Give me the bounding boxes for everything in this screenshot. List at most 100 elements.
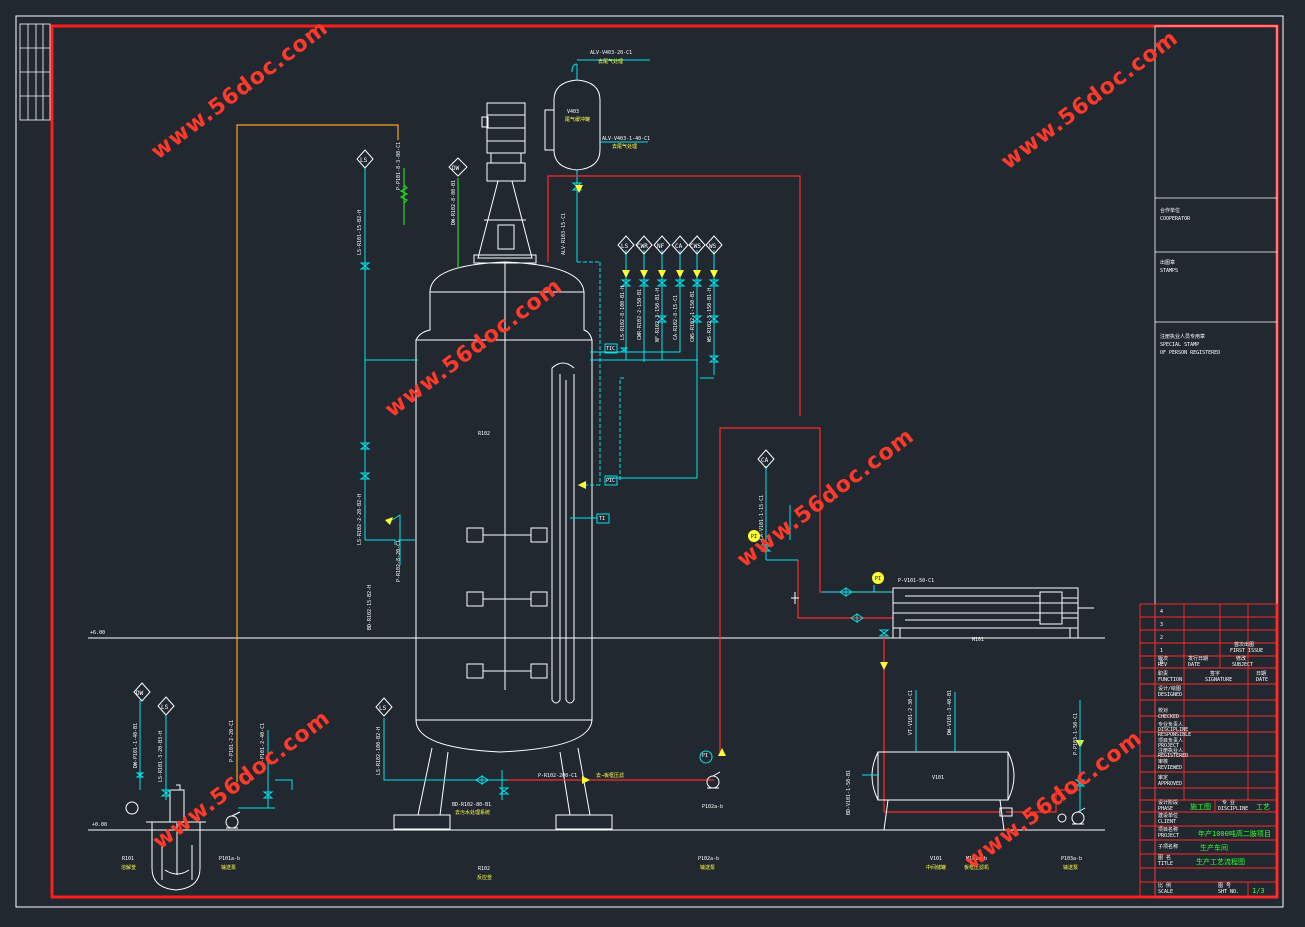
tb-sheet-cn: 图 号 <box>1218 883 1231 889</box>
tb-phase-en: PHASE <box>1158 806 1173 812</box>
tag-ca-group: CA-R102-8-15-C1 <box>673 295 679 340</box>
red-line-top <box>547 175 801 416</box>
tb-coop-en: COOPERATOR <box>1160 216 1191 222</box>
tb-phase-val: 施工图 <box>1190 802 1211 811</box>
eq-r101-cn: 溶解釜 <box>121 864 136 871</box>
instr-cws: CWS <box>690 243 701 250</box>
tb-title-cn: 图 名 <box>1158 854 1171 861</box>
tb-rev-1: 1 <box>1160 648 1163 654</box>
tb-rev-cn: 版次 <box>1158 655 1168 662</box>
instr-ca2: CA <box>761 457 769 464</box>
instr-pi2: PI <box>875 576 881 582</box>
tb-discipline-cn: 专业负责人 <box>1158 721 1183 728</box>
tb-discipline-en: DISCIPLINE <box>1158 727 1188 733</box>
tb-checked-cn: 校对 <box>1158 707 1168 714</box>
instr-pic: PIC <box>606 478 615 484</box>
tb-title-en: TITLE <box>1158 861 1173 867</box>
instr-cwr: CWR <box>637 243 648 250</box>
alv-tag: ALV-R103-15-C1 <box>561 213 567 255</box>
instr-ti: TI <box>599 516 605 522</box>
tag-p-p101: P-P101-2-20-C1 <box>229 720 235 762</box>
tag-p-left: P-P101-8-3-80-C1 <box>396 142 402 190</box>
eq-p103: P103a-b <box>1061 856 1082 862</box>
tb-scale-cn: 比 例 <box>1158 882 1171 889</box>
tb-client-en: CLIENT <box>1158 819 1176 825</box>
dissolver-r101 <box>125 700 206 891</box>
eq-p102-cn: 输送泵 <box>700 864 715 871</box>
tb-projresp-cn: 项目负责人 <box>1158 737 1183 744</box>
instr-pi3: PI <box>702 753 708 759</box>
tb-stamp-cn: 出图章 <box>1160 259 1175 266</box>
tag-ca-right: CA-V101-1-15-C1 <box>759 495 765 540</box>
instr-nf: NF <box>657 243 665 250</box>
eq-p101-cn: 输送泵 <box>221 864 236 871</box>
eq-v101-cn: 中间储罐 <box>926 864 946 871</box>
instr-ls3: LS <box>161 704 169 711</box>
outer-frame <box>15 15 1284 908</box>
orange-line <box>236 124 399 782</box>
tag-p-v101b: P-P103-1-50-C1 <box>1073 713 1079 755</box>
tb-special-en2: OF PERSON REGISTERED <box>1160 350 1220 356</box>
title-block: 合作单位 COOPERATOR 出图章 STAMPS 注册执业人员专用章 SPE… <box>1139 25 1278 898</box>
bd-v101-tag: BD-V101-1-50-B1 <box>846 770 852 815</box>
tag-bd: BD-R102-15-B2-H <box>367 585 373 630</box>
eq-r102: R102 <box>478 866 490 872</box>
tb-subproject-val: 生产车间 <box>1200 843 1228 852</box>
tag-bd-bottom: BD-R102-80-B1 <box>452 802 491 808</box>
vent-tank-v403: V403 尾气缓冲罐 ALV-V403-20-C1 去尾气处理 ALV-V403… <box>544 50 650 262</box>
tb-first-issue-cn: 首次出图 <box>1234 641 1254 648</box>
top-vent-b: ALV-V403-1-40-C1 <box>602 136 650 142</box>
tag-ls-left2: LS-R102-2-20-B2-H <box>357 494 363 545</box>
tag-ls-p101: LS-R101-3-20-B3-H <box>158 731 164 782</box>
tb-reviewed-cn: 审核 <box>1158 758 1168 765</box>
instr-dw1: DW <box>452 165 460 172</box>
tb-project-val: 年产1000吨高二胺项目 <box>1198 829 1271 838</box>
line-tags: LS-R101-15-B2-H P-P101-8-3-80-C1 DW-R102… <box>133 142 1079 816</box>
tb-date2-cn: 日期 <box>1256 671 1266 677</box>
tag-ls-bottom: LS-R102-100-B2-H <box>376 727 382 775</box>
tb-signature-cn: 签字 <box>1210 670 1220 677</box>
tb-rev-4: 4 <box>1160 609 1163 615</box>
tb-special-en1: SPECIAL STAMP <box>1160 342 1199 348</box>
tag-to-filter: 去→板框压滤 <box>596 772 624 779</box>
eq-v101: V101 <box>930 856 942 862</box>
watermark-3: www.56doc.com <box>381 274 568 423</box>
m101-tag: M101 <box>972 637 984 643</box>
tb-registered-cn: 注册执业人 <box>1158 747 1183 754</box>
tb-function-cn: 职责 <box>1158 670 1168 677</box>
tb-client-cn: 建设单位 <box>1158 812 1178 819</box>
tag-ls-left: LS-R101-15-B2-H <box>357 210 363 255</box>
equipment-labels: R101 溶解釜 P101a-b 输送泵 R102 反应釜 P102a-b 输送… <box>121 856 1082 881</box>
tb-rev-en: REV <box>1158 662 1167 668</box>
tag-bd-note: 去污水处理系统 <box>455 809 490 816</box>
flow-arrows <box>385 185 1084 784</box>
eq-m101: M101a-b <box>966 856 987 862</box>
tb-signature-en: SIGNATURE <box>1205 677 1232 683</box>
eq-m101-cn: 板框压滤机 <box>964 864 989 871</box>
eq-p103-cn: 输送泵 <box>1063 864 1078 871</box>
tb-rev-3: 3 <box>1160 622 1163 628</box>
tag-p-r1: P-R102-8-20-C1 <box>396 540 402 582</box>
tag-dw-p101: DW-P101-1-40-B1 <box>133 723 139 768</box>
tb-approved-en: APPROVED <box>1158 781 1182 787</box>
tb-date-cn: 发行日期 <box>1188 655 1208 662</box>
dw-v101-tag: DW-V101-3-40-B1 <box>947 690 953 735</box>
tb-rev-2: 2 <box>1160 635 1163 641</box>
revision-table <box>1139 603 1278 898</box>
tb-project-en: PROJECT <box>1158 833 1179 839</box>
instr-ls4: LS <box>379 705 387 712</box>
tb-coop-cn: 合作单位 <box>1160 207 1180 214</box>
tag-ls-group: LS-R102-8-100-B1-H <box>620 286 626 340</box>
elev-0: +0.00 <box>92 822 107 828</box>
tb-date2-en: DATE <box>1256 677 1268 683</box>
instr-ls1: LS <box>360 157 368 164</box>
tb-title-val: 生产工艺流程图 <box>1196 857 1245 866</box>
instr-ca1: CA <box>675 243 683 250</box>
tb-subject-en: SUBJECT <box>1232 662 1253 668</box>
tb-sheet-en: SHT NO. <box>1218 889 1239 895</box>
tb-designed-cn: 设计/绘图 <box>1158 685 1181 692</box>
utility-lines-left <box>359 168 510 800</box>
reactor-r102: R102 <box>393 102 613 830</box>
tb-date-en: DATE <box>1188 662 1200 668</box>
